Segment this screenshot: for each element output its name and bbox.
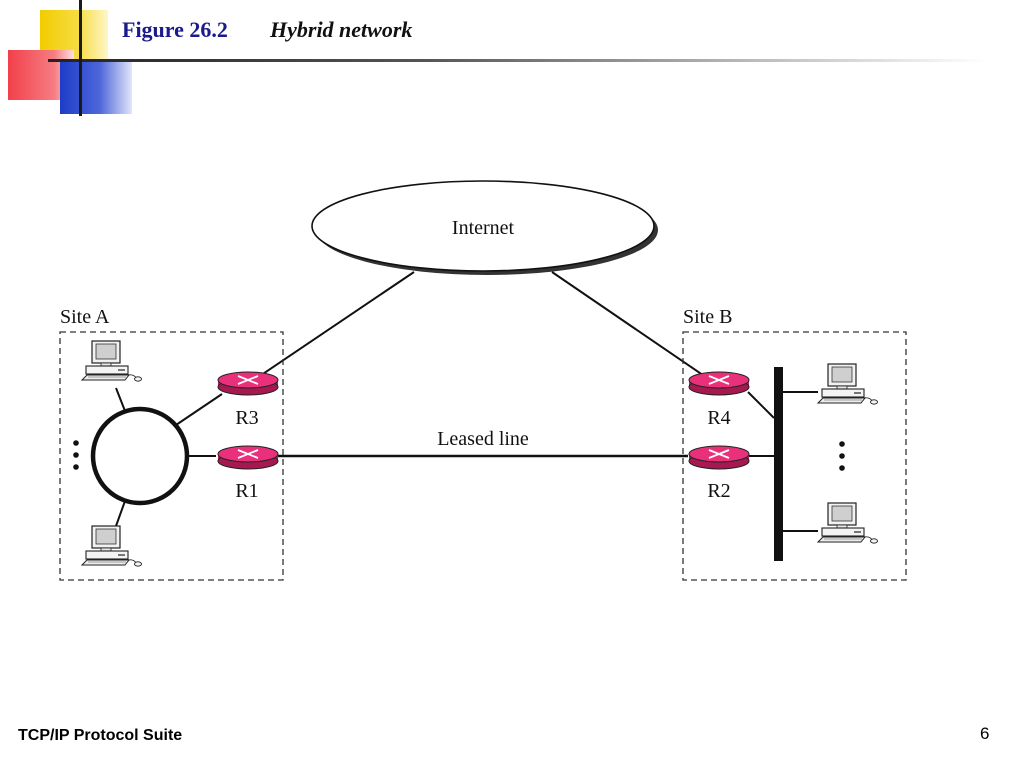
internet-cloud: Internet xyxy=(311,180,658,275)
site-b: Site B R4 R2 xyxy=(682,306,907,581)
router-icon xyxy=(217,445,279,470)
leased-line-label: Leased line xyxy=(437,428,529,450)
router-icon xyxy=(217,371,279,396)
computer-icon xyxy=(817,502,879,544)
computer-icon xyxy=(81,525,143,567)
ring-link-bottom xyxy=(115,500,126,527)
figure-number: Figure 26.2 xyxy=(122,17,228,42)
header-rule xyxy=(48,59,988,62)
link-internet-r4 xyxy=(551,271,717,385)
header-vertical-rule xyxy=(79,0,82,116)
bus-link-r4 xyxy=(747,391,775,419)
router-r2-label: R2 xyxy=(707,480,730,502)
router-icon xyxy=(688,445,750,470)
footer-title: TCP/IP Protocol Suite xyxy=(18,727,183,744)
site-a-label: Site A xyxy=(60,306,110,328)
ring-icon xyxy=(90,406,190,506)
router-r1-label: R1 xyxy=(235,480,258,502)
site-b-label: Site B xyxy=(683,306,732,328)
site-a: Site A R3 R1 xyxy=(59,306,284,581)
ring-link-r3 xyxy=(175,393,223,426)
internet-label: Internet xyxy=(452,217,515,239)
site-a-boundary xyxy=(59,331,284,581)
site-b-boundary xyxy=(682,331,907,581)
router-icon xyxy=(688,371,750,396)
ring-link-top xyxy=(115,387,126,412)
corner-blue-block xyxy=(60,62,132,114)
router-r4-label: R4 xyxy=(707,407,730,429)
bus-icon xyxy=(774,367,783,561)
computer-icon xyxy=(81,340,143,382)
ellipsis-icon xyxy=(839,441,845,471)
figure-caption: Hybrid network xyxy=(270,17,413,42)
link-internet-r3 xyxy=(247,271,415,385)
computer-icon xyxy=(817,363,879,405)
router-r3-label: R3 xyxy=(235,407,258,429)
ellipsis-icon xyxy=(73,440,79,470)
page-number: 6 xyxy=(980,724,990,743)
